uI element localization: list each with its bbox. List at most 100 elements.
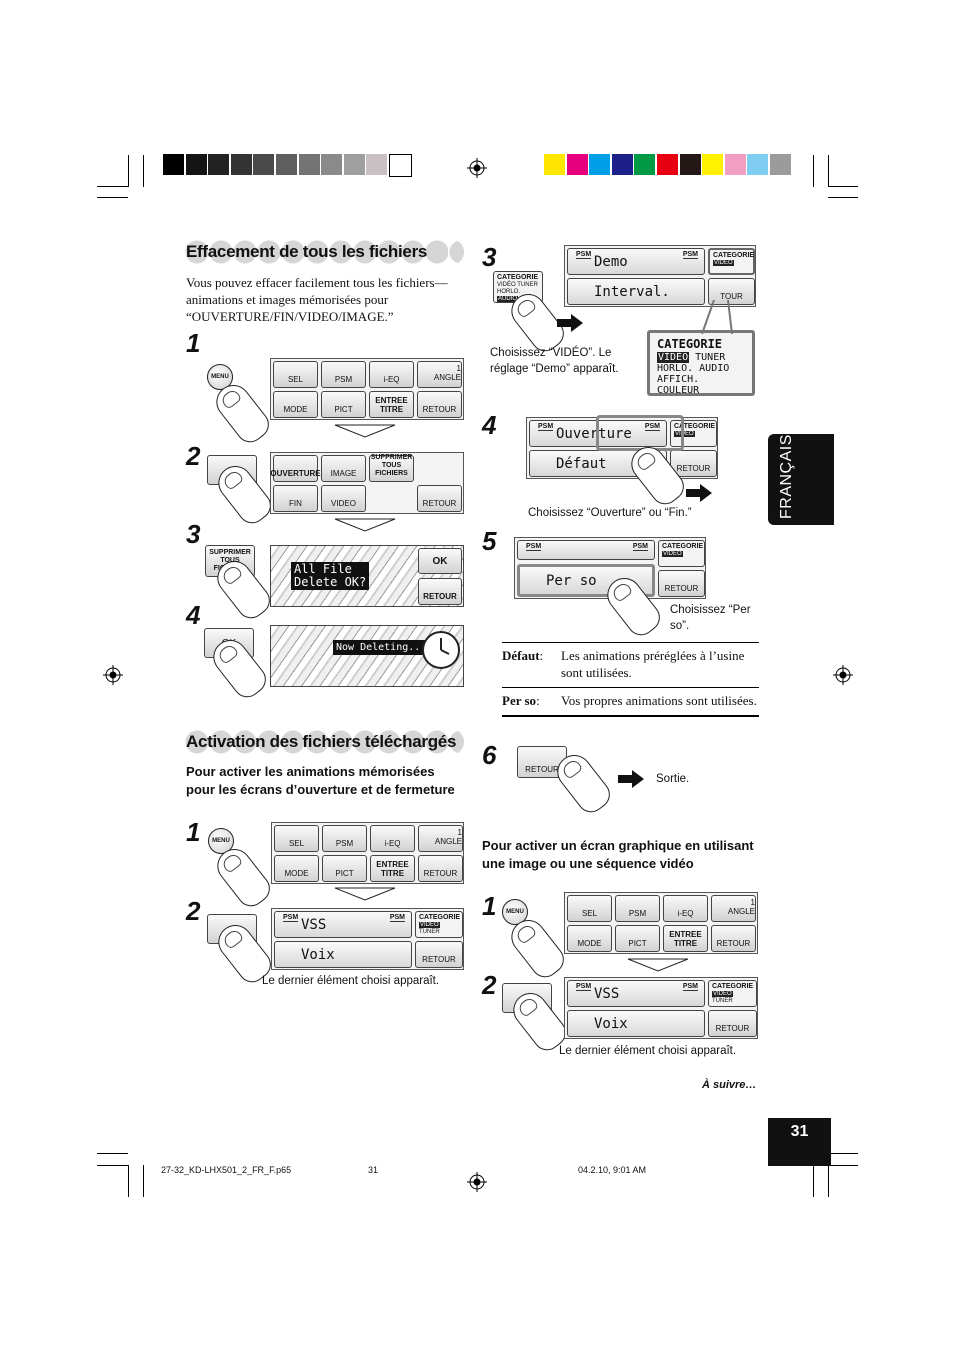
arrow-right-icon — [686, 484, 712, 502]
color-swatch — [611, 154, 633, 175]
retour-key[interactable]: RETOUR — [418, 578, 462, 605]
registration-target-icon — [467, 158, 487, 178]
defaut-label: Défaut — [556, 455, 607, 472]
video-key[interactable]: VIDEO — [321, 485, 366, 512]
step-number: 4 — [482, 410, 497, 440]
angle-number: 1 — [750, 898, 755, 907]
color-swatch — [544, 154, 565, 175]
sel-key[interactable]: SEL — [567, 895, 612, 922]
entree-titre-key[interactable]: ENTREE TITRE — [663, 925, 708, 952]
voix-item[interactable]: Voix — [274, 941, 412, 968]
step-number: 3 — [482, 242, 497, 272]
sel-key[interactable]: SEL — [274, 825, 319, 852]
ieq-key[interactable]: i-EQ — [370, 825, 415, 852]
pict-key[interactable]: PICT — [321, 391, 366, 418]
retour-key[interactable]: RETOUR — [417, 485, 462, 512]
categorie-title: CATEGORIE — [662, 543, 704, 550]
lcd-pict-menu: OUVERTURE IMAGE SUPPRIMER TOUS FICHIERS … — [270, 452, 464, 514]
step-number: 2 — [186, 896, 201, 926]
crop-mark — [813, 155, 814, 187]
caption-choose-video: Choisissez “VIDÉO”. Le réglage “Demo” ap… — [490, 347, 619, 375]
mode-key[interactable]: MODE — [274, 855, 319, 882]
cat-tuner: TUNER — [517, 282, 538, 288]
mode-key[interactable]: MODE — [273, 391, 318, 418]
cat-tuner: TUNER — [419, 929, 440, 935]
entree-titre-key[interactable]: ENTREE TITRE — [369, 391, 414, 418]
mode-key[interactable]: MODE — [567, 925, 612, 952]
ieq-key[interactable]: i-EQ — [369, 361, 414, 388]
entree-titre-key[interactable]: ENTREE TITRE — [370, 855, 415, 882]
sel-key[interactable]: SEL — [273, 361, 318, 388]
all-file-line: All File — [294, 562, 352, 576]
definition-row: Per so: Vos propres animations sont util… — [502, 688, 759, 716]
definitions-table: Défaut: Les animations préréglées à l’us… — [502, 642, 759, 717]
ok-key[interactable]: OK — [418, 548, 462, 574]
color-swatch — [253, 154, 275, 175]
angle-label: ANGLE — [434, 837, 462, 846]
color-swatch — [298, 154, 320, 175]
pict-key[interactable]: PICT — [615, 925, 660, 952]
step-number: 1 — [186, 817, 201, 847]
retour-key[interactable]: RETOUR — [415, 941, 463, 968]
cat-tuner: TUNER — [712, 998, 733, 1004]
cat-video: VIDÉO — [419, 922, 440, 928]
psm-tag: PSM — [389, 914, 405, 922]
to-be-continued: À suivre… — [702, 1079, 757, 1091]
psm-key[interactable]: PSM — [322, 825, 367, 852]
retour-key[interactable]: RETOUR — [670, 450, 717, 477]
retour-key[interactable]: RETOUR — [708, 1010, 757, 1037]
caption-last-item: Le dernier élément choisi apparaît. — [559, 1045, 737, 1057]
now-deleting-text: Now Deleting... — [333, 640, 430, 655]
footer-page: 31 — [368, 1165, 379, 1175]
color-swatch — [566, 154, 588, 175]
interval-item[interactable]: Interval. — [567, 278, 705, 305]
image-key[interactable]: IMAGE — [321, 455, 366, 482]
retour-key[interactable]: RETOUR — [658, 570, 705, 597]
ouverture-label: Ouverture — [556, 425, 632, 442]
retour-key[interactable]: RETOUR — [711, 925, 756, 952]
pict-key[interactable]: PICT — [322, 855, 367, 882]
step-number: 5 — [482, 526, 497, 556]
cat-video: VIDÉO — [712, 991, 733, 997]
subheading-opening-closing: Pour activer les animations mémorisées p… — [186, 764, 455, 797]
color-swatch — [276, 154, 297, 175]
cat-video: VIDÉO — [713, 260, 734, 266]
voix-item[interactable]: Voix — [567, 1010, 705, 1037]
cat-video: VIDÉO — [497, 282, 516, 288]
color-swatch — [163, 154, 184, 175]
retour-key[interactable]: RETOUR — [418, 855, 463, 882]
tour-key[interactable]: TOUR — [708, 278, 755, 305]
page-number: 31 — [768, 1118, 831, 1166]
ouverture-key[interactable]: OUVERTURE — [270, 455, 321, 482]
heading-decoration — [184, 239, 464, 265]
retour-key[interactable]: RETOUR — [417, 391, 462, 418]
section-heading-delete: Effacement de tous les fichiers — [186, 242, 428, 261]
vss-label: VSS — [301, 916, 327, 933]
psm-tag: PSM — [682, 983, 698, 991]
psm-key[interactable]: PSM — [321, 361, 366, 388]
ieq-key[interactable]: i-EQ — [663, 895, 708, 922]
categorie-title: CATEGORIE — [497, 274, 539, 281]
fin-key[interactable]: FIN — [273, 485, 318, 512]
psm-key[interactable]: PSM — [615, 895, 660, 922]
footer-filename: 27-32_KD-LHX501_2_FR_F.p65 — [161, 1165, 292, 1175]
color-swatch — [230, 154, 252, 175]
supprimer-key[interactable]: SUPPRIMER TOUS FICHIERS — [369, 454, 414, 482]
cat-video: VIDÉO — [657, 352, 690, 363]
